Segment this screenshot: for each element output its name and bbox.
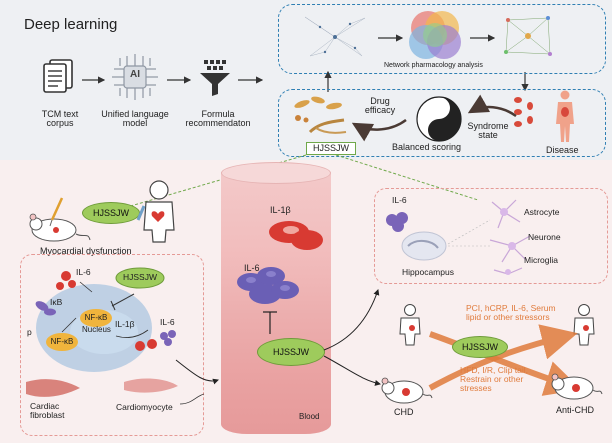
chd-label: CHD (394, 407, 414, 417)
venn-diagram-icon (409, 11, 461, 59)
funnel-icon (200, 60, 230, 96)
blood-vessel-tube (221, 172, 331, 434)
organs-icon (514, 97, 533, 127)
network-pharmacology-label: Network pharmacology analysis (384, 62, 483, 69)
blood-label: Blood (299, 412, 320, 421)
nfkb-upper-label: NF-κB (84, 313, 108, 322)
network-graph-right-icon (504, 16, 552, 56)
mouse-anti-chd-icon (551, 373, 603, 400)
hjssjw-inset-label: HJSSJW (123, 272, 157, 282)
nfkb-lower-label: NF-κB (50, 337, 74, 346)
unified-language-model-label: Unified language model (101, 109, 169, 129)
brain-graphic (386, 199, 531, 275)
il1b-tube-label: IL-1β (270, 205, 291, 215)
disease-label: Disease (546, 145, 579, 155)
ai-chip-icon (112, 54, 158, 100)
hjssjw-tube-ellipse: HJSSJW (257, 338, 325, 366)
cardiac-fibroblast-label: Cardiac fibroblast (30, 401, 65, 420)
evaluation-box (278, 89, 606, 157)
nucleus-label: Nucleus (82, 325, 111, 334)
cardiomyocyte-label: Cardiomyocyte (116, 402, 173, 412)
ai-chip-label: AI (130, 69, 140, 80)
blood-vessel-opening (221, 162, 331, 184)
mouse-injection-icon (29, 197, 91, 242)
stresses-label: HFD, I/R, Clip tail, Restrain or other s… (460, 365, 529, 393)
tcm-corpus-label: TCM text corpus (41, 109, 79, 129)
il6-tube-label: IL-6 (244, 263, 260, 273)
il1b-inset-label: IL-1β (115, 319, 135, 329)
astrocyte-label: Astrocyte (524, 207, 560, 217)
cell-signalling-graphic (26, 267, 205, 405)
formula-recommendation-label: Formula recommendaton (185, 109, 251, 129)
document-stack-icon (43, 59, 73, 93)
mouse-chd-icon (381, 377, 433, 404)
drug-efficacy-label: Drug efficacy (364, 96, 396, 116)
pipeline-arrows (82, 34, 529, 92)
person-left-icon (399, 304, 421, 346)
network-graph-left-icon (304, 16, 366, 57)
phospho-label: p (27, 327, 32, 337)
drug-efficacy-arrow (351, 118, 407, 142)
microglia-label: Microglia (524, 255, 559, 265)
anti-chd-label: Anti-CHD (556, 405, 595, 415)
deep-learning-title: Deep learning (24, 16, 118, 33)
il6-inset-label: IL-6 (76, 267, 91, 277)
network-pharmacology-box (278, 4, 606, 74)
syndrome-arrow (467, 94, 517, 118)
il6-brain-label: IL-6 (392, 195, 407, 205)
neuro-inset (374, 188, 608, 284)
blood-cells-graphic (237, 221, 323, 334)
stressors-label: PCI, hCRP, IL-6, Serum lipid or other st… (466, 303, 556, 322)
hippocampus-label: Hippocampus (402, 267, 454, 277)
yin-yang-icon (416, 96, 462, 142)
balanced-scoring-label: Balanced scoring (392, 142, 462, 152)
ikb-label: IκB (50, 297, 63, 307)
person-icon (136, 180, 175, 243)
herbs-icon (294, 96, 347, 134)
myocardial-dysfunction-label: Myocardial dysfunction (40, 246, 132, 256)
syndrome-state-label: Syndrome state (467, 121, 509, 141)
hjssjw-box: HJSSJW (306, 142, 356, 156)
hjssjw-right-ellipse: HJSSJW (452, 336, 508, 358)
neurone-label: Neurone (528, 232, 561, 242)
il6-inset2-label: IL-6 (160, 317, 175, 327)
human-body-icon (556, 90, 574, 142)
cell-signalling-inset (20, 254, 204, 436)
